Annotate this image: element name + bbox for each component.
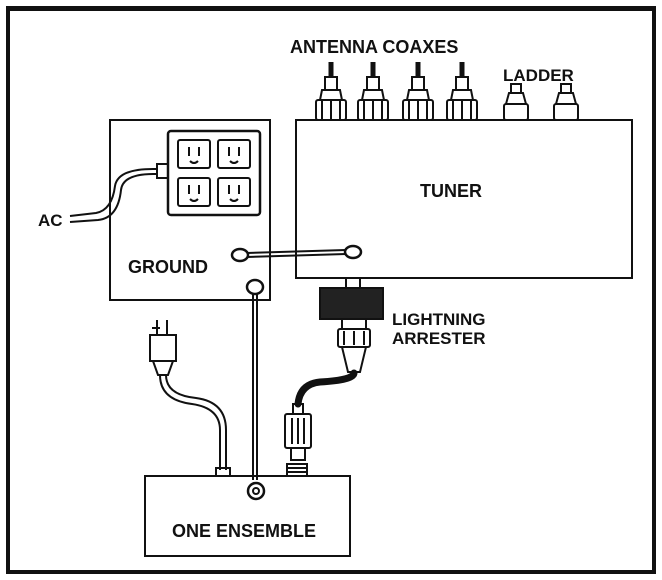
- outlet-1: [177, 139, 211, 169]
- ac-label: AC: [38, 211, 63, 230]
- ground-lead: [245, 278, 266, 501]
- antenna-coaxes-label: ANTENNA COAXES: [290, 37, 459, 57]
- outlet-2: [217, 139, 251, 169]
- outlet-cluster: [166, 129, 262, 217]
- one-ensemble-box: [144, 475, 351, 557]
- coax-jumper: [284, 369, 358, 477]
- diagram-frame: [6, 6, 656, 574]
- ground-strap: [230, 244, 363, 263]
- ladder-terminals: [503, 83, 579, 121]
- outlet-3: [177, 177, 211, 207]
- tuner-label: TUNER: [420, 181, 482, 201]
- lightning-arrester: [319, 277, 384, 373]
- ac-cord: [69, 163, 169, 223]
- antenna-coax-connectors: [315, 62, 478, 121]
- ladder-label: LADDER: [503, 66, 574, 85]
- outlet-4: [217, 177, 251, 207]
- power-strip-box: [109, 119, 271, 301]
- arrester-label: ARRESTER: [392, 329, 486, 348]
- one-ensemble-label: ONE ENSEMBLE: [172, 521, 317, 541]
- ground-label: GROUND: [128, 257, 208, 277]
- lightning-label: LIGHTNING: [392, 310, 486, 329]
- power-plug: [149, 320, 231, 477]
